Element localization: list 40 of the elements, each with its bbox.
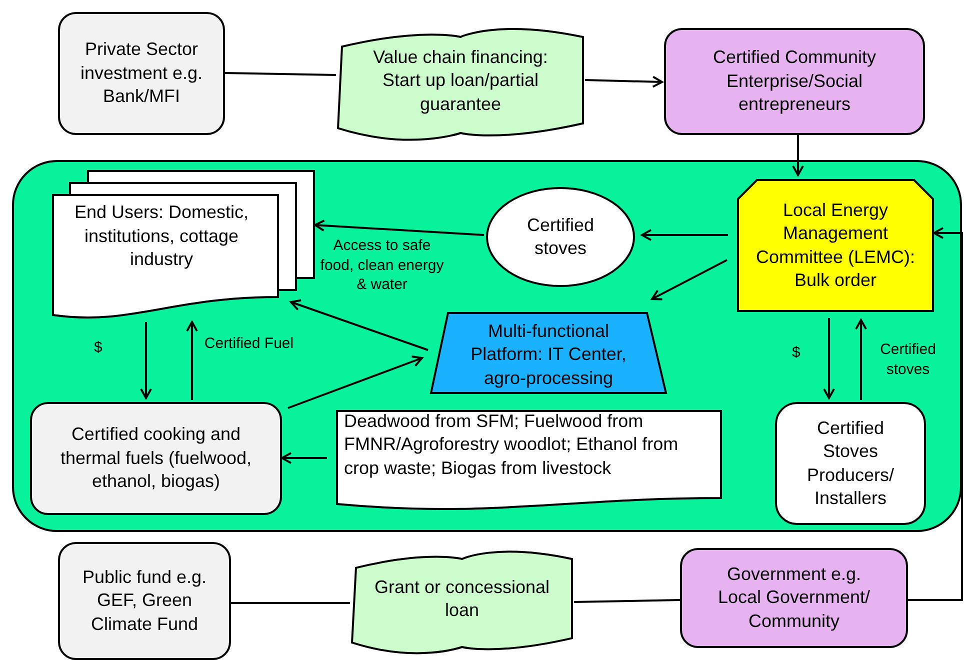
arrow <box>651 259 728 300</box>
edge-label: $ <box>94 338 102 358</box>
node-label: Deadwood from SFM; Fuelwood from FMNR/Agroforestry woodlot; Ethanol from crop waste; Biogas from livestock <box>344 410 680 480</box>
node-label: Value chain financing: Start up loan/partial guarantee <box>372 46 549 116</box>
arrow <box>281 452 327 464</box>
edge-label: Certified Fuel <box>204 334 294 354</box>
arrow <box>140 322 152 399</box>
arrow <box>584 76 663 88</box>
edge-label: Certified stoves <box>879 340 937 379</box>
arrow <box>855 319 867 400</box>
arrow <box>908 227 963 601</box>
node-label: Certified Community Enterprise/Social entrepreneurs <box>712 46 878 116</box>
node-label: Certified Stoves Producers/ Installers <box>806 416 896 510</box>
arrow <box>186 321 198 400</box>
rounded-box <box>58 12 225 135</box>
node-label: Local Energy Management Committee (LEMC): Bulk order <box>754 198 916 292</box>
arrow <box>792 135 804 176</box>
edge-label: $ <box>792 343 800 362</box>
node-label: Certified stoves <box>526 214 596 260</box>
node-label: Grant or concessional loan <box>374 576 550 622</box>
arrow <box>314 220 484 236</box>
trapezoid-box <box>430 312 667 394</box>
node-label: End Users: Domestic, institutions, cottage industry <box>73 201 250 272</box>
node-label: Private Sector investment e.g. Bank/MFI <box>80 38 203 108</box>
edge-label: Access to safe food, clean energy & water <box>319 236 445 294</box>
rounded-box <box>30 402 282 515</box>
container-panel <box>12 160 962 532</box>
arrow <box>823 318 835 399</box>
rounded-box <box>775 402 926 525</box>
rounded-box <box>664 28 925 135</box>
ellipse-node <box>486 187 635 287</box>
arrow <box>641 229 728 241</box>
node-label: Multi-functional Platform: IT Center, agro-processing <box>470 320 628 390</box>
rounded-box <box>58 542 231 660</box>
node-label: Certified cooking and thermal fuels (fuelwood, ethanol, biogas) <box>59 423 253 494</box>
arrow <box>290 299 428 351</box>
arrow <box>288 355 423 409</box>
node-label: Government e.g. Local Government/ Community <box>716 562 872 633</box>
node-label: Public fund e.g. GEF, Green Climate Fund <box>81 566 208 636</box>
rounded-box <box>680 548 908 648</box>
